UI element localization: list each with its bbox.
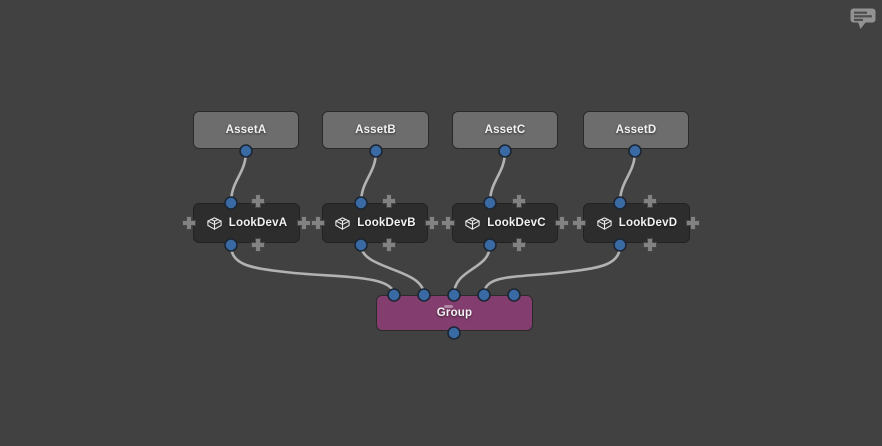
expand-plus-icon[interactable]	[441, 216, 455, 230]
output-port[interactable]	[369, 144, 383, 158]
expand-plus-icon[interactable]	[512, 238, 526, 252]
expand-plus-icon[interactable]	[512, 194, 526, 208]
input-port[interactable]	[224, 196, 238, 210]
node-label: LookDevD	[618, 217, 678, 229]
connection-wire[interactable]	[452, 243, 492, 297]
input-port[interactable]	[507, 288, 521, 302]
output-port[interactable]	[447, 326, 461, 340]
input-port[interactable]	[613, 196, 627, 210]
comment-bubble-icon	[850, 8, 876, 29]
expand-plus-icon[interactable]	[643, 238, 657, 252]
input-port[interactable]	[483, 196, 497, 210]
expand-plus-icon[interactable]	[686, 216, 700, 230]
expand-plus-icon[interactable]	[251, 238, 265, 252]
expand-plus-icon[interactable]	[643, 194, 657, 208]
output-port[interactable]	[613, 238, 627, 252]
node-label: AssetB	[355, 124, 396, 136]
output-port[interactable]	[239, 144, 253, 158]
expand-plus-icon[interactable]	[311, 216, 325, 230]
node-asset-c[interactable]: AssetC	[452, 111, 558, 149]
node-label: LookDevC	[487, 217, 546, 229]
node-asset-b[interactable]: AssetB	[322, 111, 429, 149]
connection-wire[interactable]	[359, 243, 426, 297]
output-port[interactable]	[354, 238, 368, 252]
expand-plus-icon[interactable]	[182, 216, 196, 230]
box-icon	[597, 216, 612, 230]
node-asset-d[interactable]: AssetD	[583, 111, 689, 149]
box-icon	[465, 216, 480, 230]
box-icon	[207, 216, 222, 230]
input-port[interactable]	[417, 288, 431, 302]
node-label: LookDevA	[228, 217, 288, 229]
output-port[interactable]	[628, 144, 642, 158]
node-lookdev-a[interactable]: LookDevA	[193, 203, 300, 243]
node-label: AssetC	[484, 124, 526, 136]
expand-plus-icon[interactable]	[425, 216, 439, 230]
input-port[interactable]	[447, 288, 461, 302]
expand-plus-icon[interactable]	[555, 216, 569, 230]
expand-plus-icon[interactable]	[572, 216, 586, 230]
connection-wire[interactable]	[229, 243, 396, 297]
node-label: LookDevB	[357, 217, 416, 229]
expand-plus-icon[interactable]	[382, 238, 396, 252]
node-label: Group	[436, 307, 473, 319]
expand-plus-icon[interactable]	[251, 194, 265, 208]
input-port[interactable]	[354, 196, 368, 210]
node-label: AssetD	[615, 124, 657, 136]
box-icon	[335, 216, 350, 230]
expand-plus-icon[interactable]	[297, 216, 311, 230]
group-plug-dash	[444, 305, 453, 308]
output-port[interactable]	[498, 144, 512, 158]
node-lookdev-d[interactable]: LookDevD	[583, 203, 690, 243]
expand-plus-icon[interactable]	[382, 194, 396, 208]
output-port[interactable]	[483, 238, 497, 252]
output-port[interactable]	[224, 238, 238, 252]
input-port[interactable]	[387, 288, 401, 302]
annotation-button[interactable]	[849, 7, 879, 31]
node-lookdev-b[interactable]: LookDevB	[322, 203, 428, 243]
node-asset-a[interactable]: AssetA	[193, 111, 299, 149]
node-label: AssetA	[225, 124, 267, 136]
input-port[interactable]	[477, 288, 491, 302]
connection-wire[interactable]	[482, 243, 622, 297]
